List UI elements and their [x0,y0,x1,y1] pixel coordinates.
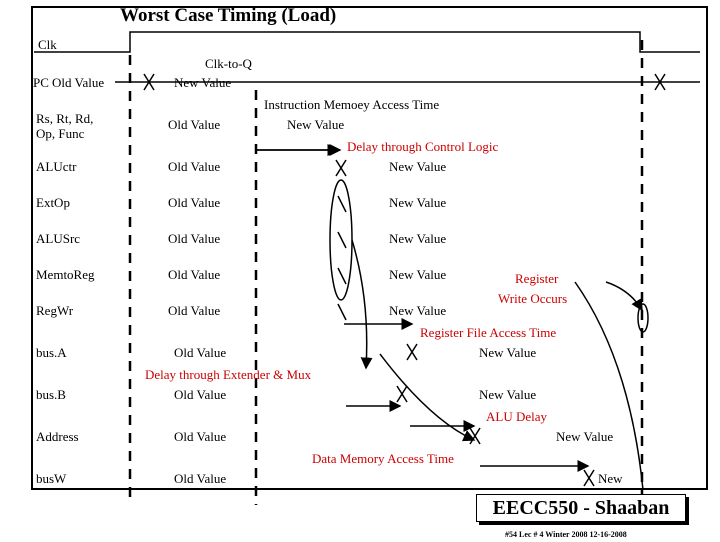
busa-transition [406,343,418,361]
rs-new: New Value [287,117,345,132]
annot-extender: Delay through Extender & Mux [145,367,312,382]
page-title: Worst Case Timing (Load) [120,5,337,26]
pc-transition-2 [654,73,666,91]
address-transition [469,427,481,445]
footer-subtitle: #54 Lec # 4 Winter 2008 12-16-2008 [505,530,627,539]
annot-ctrl: Delay through Control Logic [347,139,499,154]
annot-imem: Instruction Memoey Access Time [264,97,440,112]
aluctr-old: Old Value [168,159,221,174]
busb-old: Old Value [174,387,227,402]
clock-waveform [34,31,700,53]
rs-old: Old Value [168,117,221,132]
label-busw: busW [36,471,67,486]
extop-new: New Value [389,195,447,210]
annot-alu: ALU Delay [486,409,548,424]
label-busa: bus.A [36,345,67,360]
alusrc-new: New Value [389,231,447,246]
regwr-old: Old Value [168,303,221,318]
pc-transition-1 [143,73,155,91]
aluctr-new: New Value [389,159,447,174]
address-curve [379,353,476,442]
pc-new: New Value [174,75,232,90]
label-memtoreg: MemtoReg [36,267,95,282]
regwrite-curve [605,281,643,312]
regwr-transition [337,303,347,321]
annot-regwrite-1: Register [515,271,559,286]
label-aluctr: ALUctr [36,159,77,174]
busa-new: New Value [479,345,537,360]
busw-curve [574,281,644,491]
annot-clk-to-q: Clk-to-Q [205,56,252,71]
label-address: Address [36,429,79,444]
annot-dmem: Data Memory Access Time [312,451,454,466]
busb-new: New Value [479,387,537,402]
memtoreg-old: Old Value [168,267,221,282]
memtoreg-new: New Value [389,267,447,282]
aluctr-transition [335,159,347,177]
label-clk: Clk [38,37,57,52]
alusrc-old: Old Value [168,231,221,246]
footer-box: EECC550 - Shaaban [476,494,686,522]
annot-regwrite-2: Write Occurs [498,291,568,306]
busw-new: New [598,471,623,486]
label-rs-2: Op, Func [36,126,85,141]
extop-transition [337,195,347,213]
memtoreg-transition [337,267,347,285]
footer-title: EECC550 - Shaaban [492,497,670,519]
alusrc-transition [337,231,347,249]
label-alusrc: ALUSrc [36,231,81,246]
label-extop: ExtOp [36,195,70,210]
address-new: New Value [556,429,614,444]
busb-transition [396,385,408,403]
busw-old: Old Value [174,471,227,486]
control-ellipse [329,179,353,301]
diagram-frame [31,6,708,490]
label-rs: Rs, Rt, Rd, [36,111,94,126]
busa-old: Old Value [174,345,227,360]
label-regwr: RegWr [36,303,74,318]
extop-old: Old Value [168,195,221,210]
address-old: Old Value [174,429,227,444]
busa-curve [351,239,373,370]
label-pc: PC [33,75,49,90]
annot-regfile: Register File Access Time [420,325,557,340]
regwr-ellipse [637,303,649,333]
regwr-new: New Value [389,303,447,318]
busw-transition [583,469,595,487]
label-pc-old: Old Value [52,75,105,90]
label-busb: bus.B [36,387,66,402]
